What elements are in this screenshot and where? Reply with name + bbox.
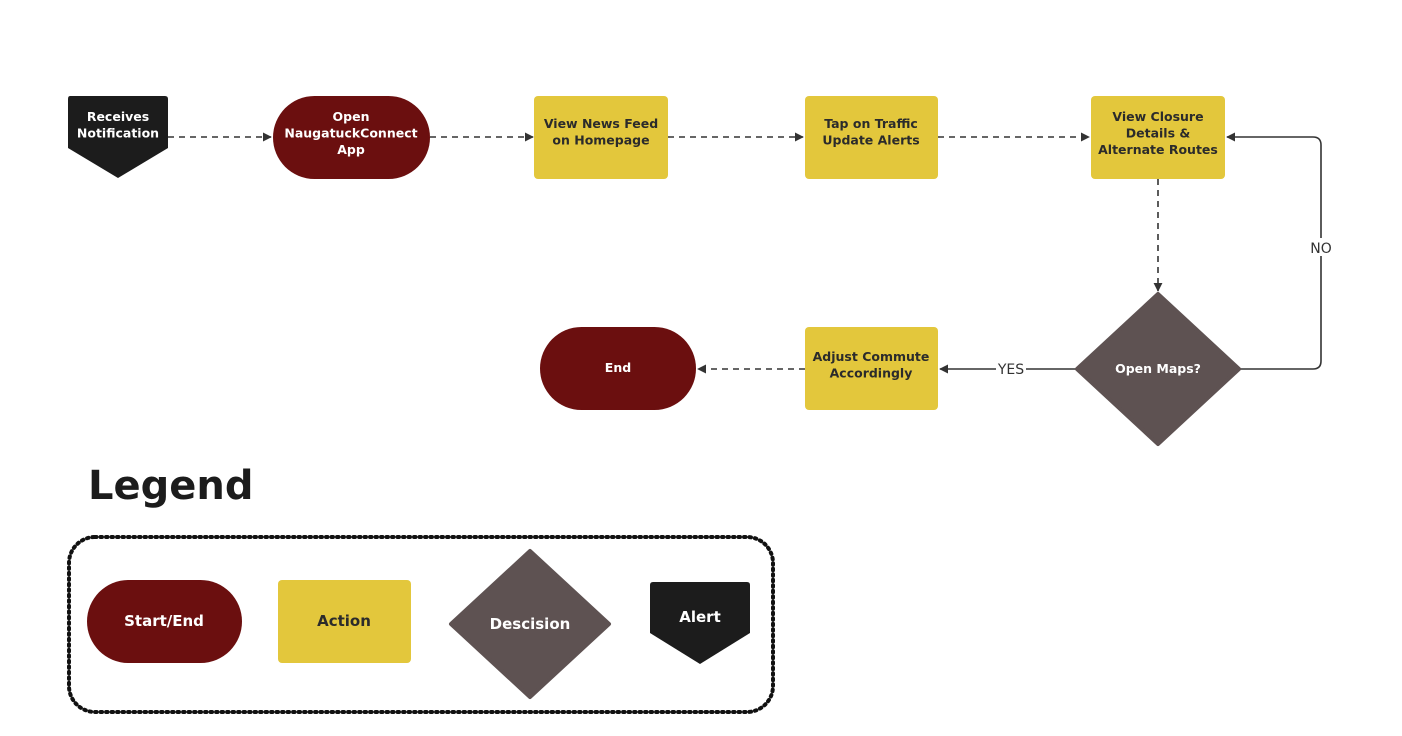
legend-alert-label: Alert	[679, 608, 721, 626]
decision-node-open-maps	[1075, 292, 1241, 446]
legend-decision-label: Descision	[490, 615, 571, 633]
edge-label-no-bg	[1306, 238, 1336, 256]
tap-traffic-alerts-label-line-2: Update Alerts	[822, 133, 919, 148]
edges: YES NO	[168, 132, 1336, 378]
legend-decision-shape	[449, 549, 611, 699]
view-closure-details-label-line-3: Alternate Routes	[1098, 142, 1218, 157]
tap-traffic-alerts-label-line-1: Tap on Traffic	[824, 116, 918, 131]
end-node	[540, 327, 696, 410]
start-node-open-app	[273, 96, 430, 179]
open-app-label-line-2: NaugatuckConnect	[284, 126, 417, 141]
legend-title: Legend	[88, 463, 254, 509]
view-closure-details-label-line-1: View Closure	[1112, 109, 1203, 124]
adjust-commute-label-line-1: Adjust Commute	[813, 349, 930, 364]
edge-label-no: NO	[1310, 241, 1332, 257]
legend: Legend Start/End Action Descision Alert	[67, 463, 775, 714]
view-news-feed-label-line-2: on Homepage	[552, 133, 649, 148]
legend-action-shape	[278, 580, 411, 663]
open-app-label-line-3: App	[337, 142, 365, 157]
open-maps-label-line-1: Open Maps?	[1115, 361, 1201, 376]
receives-notification-label-line-1: Receives	[87, 109, 149, 124]
open-maps-label: Open Maps?	[1115, 361, 1201, 376]
view-news-feed-label: View News Feed on Homepage	[544, 116, 658, 148]
legend-box	[67, 535, 775, 714]
action-node-view-closure-details	[1091, 96, 1225, 179]
legend-action-label: Action	[317, 612, 371, 630]
receives-notification-label-line-2: Notification	[77, 126, 159, 141]
alert-node-receives-notification	[68, 96, 168, 178]
action-node-view-news-feed	[534, 96, 668, 179]
legend-start-end-shape	[87, 580, 242, 663]
action-node-adjust-commute	[805, 327, 938, 410]
legend-alert-shape	[650, 582, 750, 664]
view-news-feed-label-line-1: View News Feed	[544, 116, 658, 131]
action-node-tap-traffic-alerts	[805, 96, 938, 179]
end-label-line-1: End	[605, 360, 631, 375]
view-closure-details-label-line-2: Details &	[1126, 126, 1191, 141]
open-app-label-line-1: Open	[333, 109, 370, 124]
adjust-commute-label-line-2: Accordingly	[830, 366, 913, 381]
edge-label-yes-bg	[996, 360, 1026, 378]
end-label: End	[605, 360, 631, 375]
legend-start-end-label: Start/End	[124, 612, 204, 630]
edge-label-yes: YES	[997, 362, 1024, 378]
